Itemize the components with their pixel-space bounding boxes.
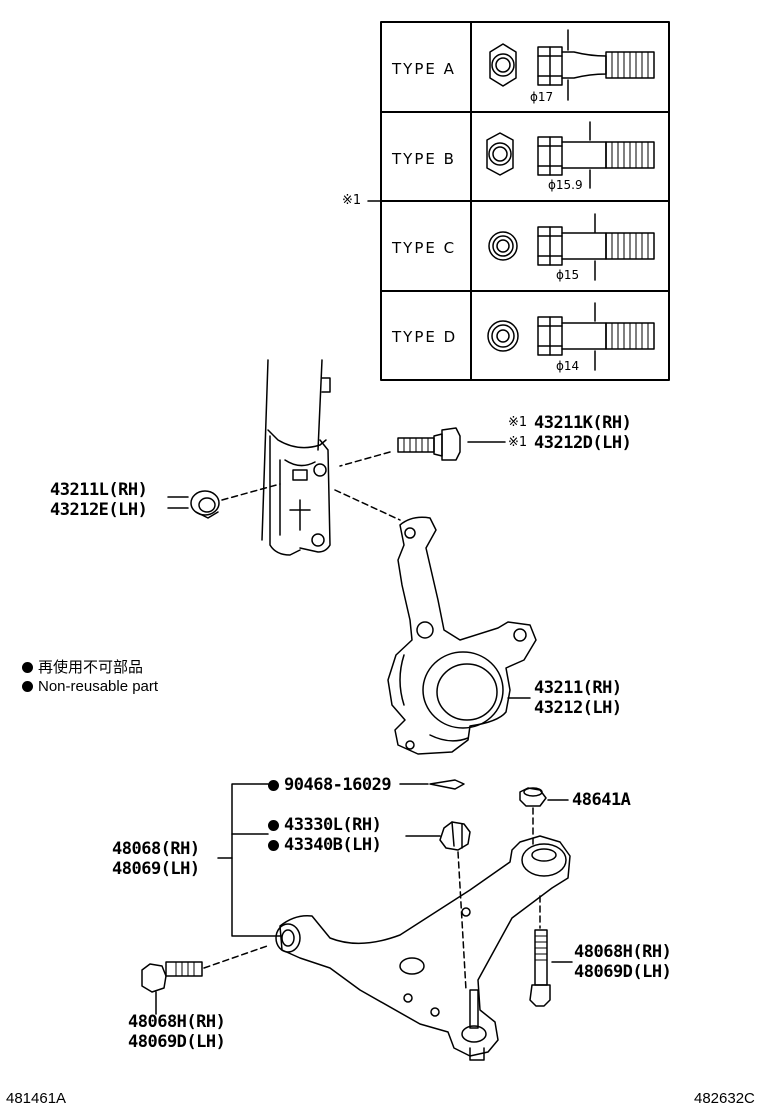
cotter-pin-label: 90468-16029 [268,775,392,795]
type-c-diameter: ϕ15 [556,268,580,282]
legend-english: Non-reusable part [22,678,158,695]
type-d-diameter: ϕ14 [556,359,580,373]
table-reference-mark: ※1 [342,193,362,208]
legend-japanese: 再使用不可部品 [22,656,143,677]
type-a-diameter: ϕ17 [530,90,554,104]
knuckle-rh-label: 43211(RH) [534,678,622,698]
castle-nut-lh-label: 43340B(LH) [268,835,382,855]
right-arm-bolt-rh-label: 48068H(RH) [574,942,672,962]
type-d-bolt-drawing [487,302,655,371]
right-arm-bolt-drawing [529,929,551,1007]
type-a-label: TYPE A [392,60,456,78]
strut-nut-drawing [190,490,220,519]
bolt-lh-mark: ※1 [508,435,528,450]
type-c-label: TYPE C [392,239,457,257]
type-c-bolt-drawing [488,213,655,281]
illustration-code-left: 481461A [6,1090,67,1107]
arm-nut-label: 48641A [572,790,631,810]
non-reusable-dot-icon [268,840,279,851]
castle-nut-drawing [439,821,471,851]
non-reusable-dot-icon [268,820,279,831]
bolt-lh-label: 43212D(LH) [534,433,632,453]
left-arm-bolt-drawing [141,961,203,993]
type-b-label: TYPE B [392,150,456,168]
bolt-rh-mark: ※1 [508,415,528,430]
left-arm-bolt-lh-label: 48069D(LH) [128,1032,226,1052]
illustration-code-right: 482632C [694,1090,755,1107]
type-a-bolt-drawing [489,29,655,101]
knuckle-lh-label: 43212(LH) [534,698,622,718]
lower-arm-lh-label: 48069(LH) [112,859,200,879]
type-d-label: TYPE D [392,328,458,346]
nut-lh-label: 43212E(LH) [50,500,148,520]
arm-nut-drawing [519,787,547,807]
left-arm-bolt-rh-label: 48068H(RH) [128,1012,226,1032]
bolt-rh-label: 43211K(RH) [534,413,632,433]
right-arm-bolt-lh-label: 48069D(LH) [574,962,672,982]
non-reusable-dot-icon [22,681,33,692]
type-b-diameter: ϕ15.9 [548,178,583,192]
shock-absorber-drawing [261,359,331,556]
steering-knuckle-drawing [387,516,537,755]
lower-arm-drawing [275,835,571,1061]
cotter-pin-drawing [429,779,465,790]
strut-bolt-drawing [397,427,461,461]
type-table-frame [367,21,670,381]
type-b-bolt-drawing [486,121,655,189]
lower-arm-rh-label: 48068(RH) [112,839,200,859]
castle-nut-rh-label: 43330L(RH) [268,815,382,835]
non-reusable-dot-icon [268,780,279,791]
nut-rh-label: 43211L(RH) [50,480,148,500]
non-reusable-dot-icon [22,662,33,673]
